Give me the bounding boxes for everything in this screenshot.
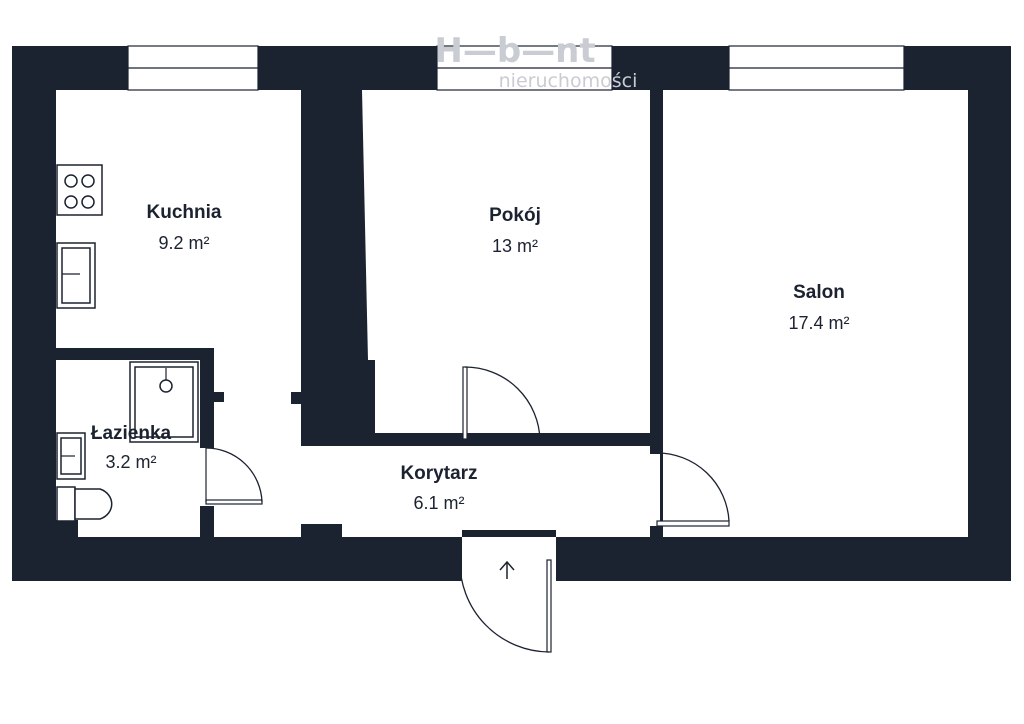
room-label-kuchnia: Kuchnia: [147, 202, 222, 223]
room-label-pokoj: Pokój: [489, 205, 541, 226]
door-lazienka: [205, 447, 263, 505]
room-area-salon: 17.4 m²: [788, 313, 849, 333]
bath-sink-icon: [56, 432, 86, 480]
room-pokoj: [362, 90, 650, 433]
toilet-icon: [56, 486, 113, 522]
room-area-lazienka: 3.2 m²: [105, 452, 156, 472]
door-pokoj: [462, 366, 541, 441]
room-area-pokoj: 13 m²: [492, 236, 538, 256]
window-kuchnia: [127, 45, 259, 91]
watermark-sub: nieruchomości: [499, 70, 638, 92]
room-korytarz: [200, 348, 660, 537]
room-area-korytarz: 6.1 m²: [413, 493, 464, 513]
window-pokoj: [436, 45, 613, 91]
door-entrance: [459, 559, 552, 653]
room-label-korytarz: Korytarz: [400, 463, 477, 484]
door-salon: [656, 452, 730, 527]
room-label-lazienka: Łazienka: [91, 423, 172, 444]
arrow-up-icon: [499, 560, 515, 579]
window-salon: [728, 45, 905, 91]
stove-icon: [56, 164, 103, 216]
shower-icon: [129, 361, 199, 443]
room-label-salon: Salon: [793, 282, 845, 303]
watermark-brand: H—b—nt: [434, 31, 595, 71]
room-salon: [663, 90, 968, 537]
sink-icon: [56, 242, 96, 309]
room-area-kuchnia: 9.2 m²: [158, 233, 209, 253]
room-kuchnia: [56, 90, 301, 348]
